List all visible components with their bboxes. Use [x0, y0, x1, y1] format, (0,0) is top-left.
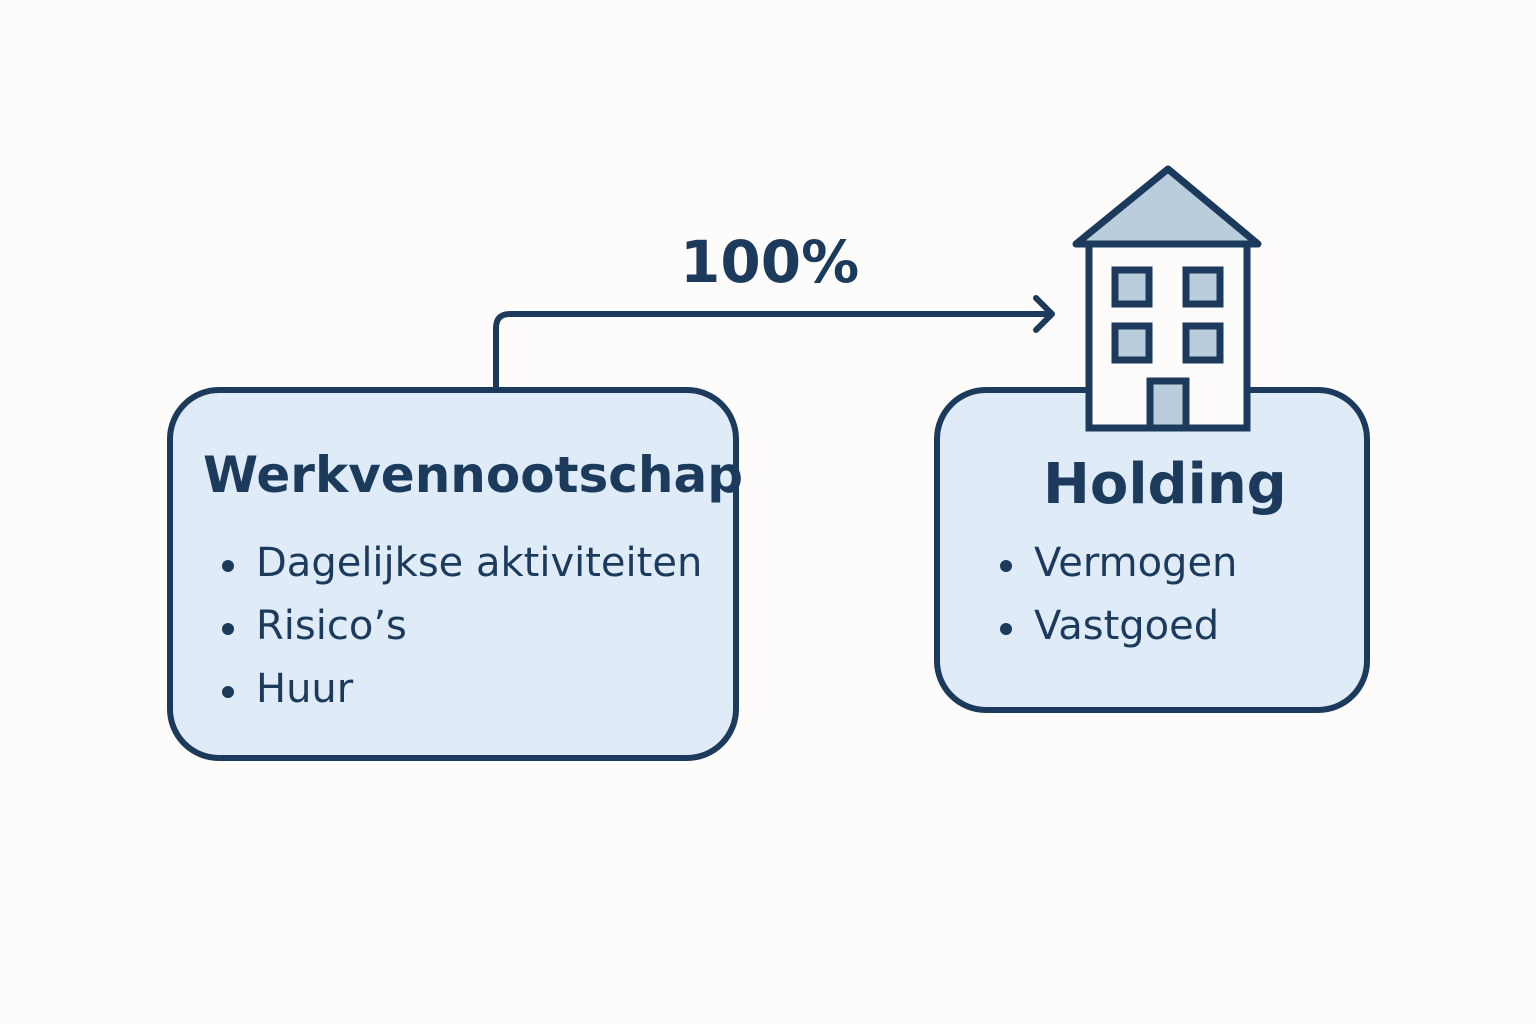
- werkvennootschap-title: Werkvennootschap: [203, 446, 744, 504]
- building-roof: [1072, 165, 1262, 248]
- ownership-percentage: 100%: [680, 228, 860, 296]
- holding-title: Holding: [1043, 452, 1287, 517]
- building-window: [1182, 266, 1224, 308]
- list-item: Huur: [221, 666, 354, 712]
- building-window: [1182, 322, 1224, 364]
- werkvennootschap-box: [167, 387, 739, 761]
- building-icon: [1072, 165, 1262, 432]
- list-item: Vastgoed: [999, 603, 1220, 649]
- building-window: [1111, 322, 1153, 364]
- list-item: Dagelijkse aktiviteiten: [221, 540, 703, 586]
- building-window: [1111, 266, 1153, 308]
- ownership-arrow: [493, 311, 1050, 387]
- list-item: Vermogen: [999, 540, 1238, 586]
- arrow-head-icon: [1033, 295, 1055, 333]
- list-item: Risico’s: [222, 603, 407, 649]
- building-door: [1146, 377, 1190, 432]
